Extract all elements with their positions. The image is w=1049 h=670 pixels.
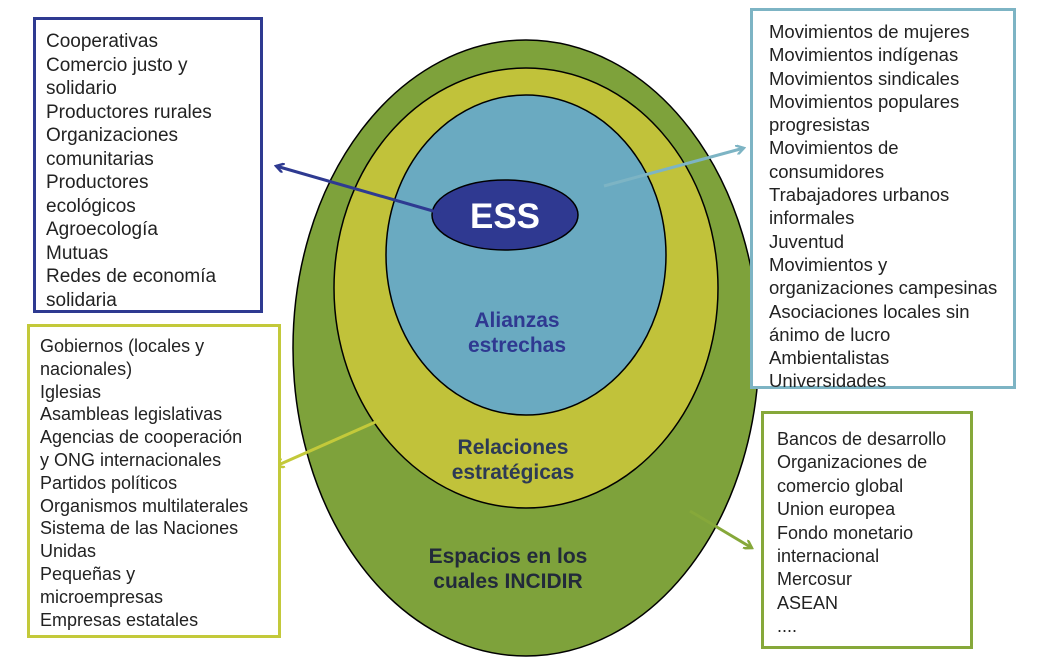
list-item: Sistema de las Naciones Unidas [40, 518, 239, 562]
ring-label-line: estrechas [468, 334, 566, 357]
list-item: ASEAN [777, 592, 839, 613]
list-item: Organizaciones de comercio global [777, 452, 928, 496]
ring-label-line: estratégicas [452, 461, 575, 484]
list-item: Movimientos sindicales [769, 67, 960, 89]
list-item: Union europea [777, 499, 896, 520]
ring-label-line: cuales INCIDIR [433, 570, 582, 593]
ring-inner [385, 94, 667, 416]
list-item: Mutuas [46, 242, 109, 264]
arrow-bottom-right [689, 509, 752, 548]
list-item: Productores rurales [46, 101, 212, 123]
list-item: Organizaciones comunitarias [46, 125, 179, 170]
arrow-middle-left [276, 418, 381, 466]
ring-label-line: Espacios en los [429, 545, 588, 568]
list-item: Pequeñas y microempresas [40, 563, 164, 607]
list-item: Movimientos y organizaciones campesinas [769, 253, 998, 299]
core-ellipse [431, 179, 579, 251]
list-item: Universidades [769, 370, 887, 392]
list-item: Mercosur [777, 569, 853, 590]
arrow-top-left [276, 166, 441, 215]
core-label: ESS [470, 197, 540, 236]
list-item: Trabajadores urbanos informales [769, 184, 950, 229]
list-item: Fondo monetario internacional [777, 522, 914, 567]
list-item: Partidos políticos [40, 472, 178, 493]
list-item: Empresas estatales [40, 609, 199, 630]
arrow-top-right [603, 148, 744, 188]
list-item: Comercio justo y solidario [46, 54, 188, 100]
list-item: Asociaciones locales sin ánimo de lucro [769, 300, 970, 345]
box-strategic-relations: Gobiernos (locales y nacionales)Iglesias… [27, 324, 281, 638]
list-item: Agroecología [46, 219, 158, 240]
list-item: .... [777, 616, 798, 637]
list-item: Organismos multilaterales [40, 495, 249, 516]
list-item: Bancos de desarrollo [777, 429, 947, 449]
list-item: Gobiernos (locales y nacionales) [40, 336, 205, 379]
list-item: Movimientos populares progresistas [769, 90, 960, 136]
list-item: Ambientalistas [769, 347, 890, 369]
list-item: Movimientos indígenas [769, 44, 959, 66]
list-item: Movimientos de mujeres [769, 21, 970, 42]
ring-label-line: Relaciones [458, 436, 569, 459]
list-item: Movimientos de consumidores [769, 137, 899, 182]
ring-label-line: Alianzas [474, 309, 559, 332]
list-item: Agencias de cooperación y ONG internacio… [40, 427, 243, 470]
list-item: Iglesias [40, 381, 102, 402]
list-item: Productores ecológicos [46, 172, 149, 217]
list-item: Redes de economía solidaria [46, 266, 217, 311]
list-item: Cooperativas [46, 31, 158, 52]
list-item: Asambleas legislativas [40, 404, 223, 425]
strategic-relations-list: Gobiernos (locales y nacionales)Iglesias… [40, 335, 278, 631]
list-item: Juventud [769, 230, 845, 252]
